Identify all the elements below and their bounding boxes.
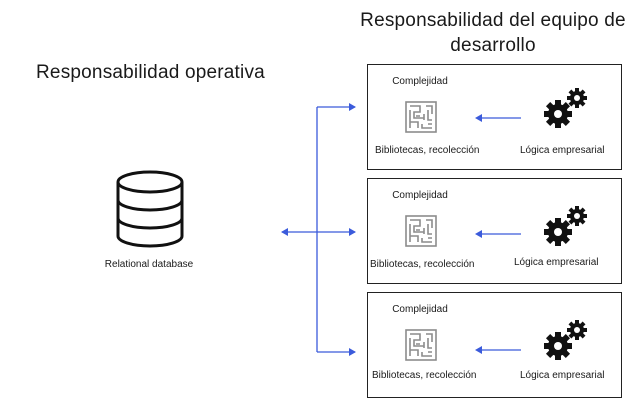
maze-icon [405, 101, 437, 133]
business-logic-label: Lógica empresarial [520, 145, 605, 156]
libraries-label: Bibliotecas, recolección [372, 370, 477, 381]
business-logic-label: Lógica empresarial [514, 257, 599, 268]
gears-icon [544, 206, 587, 246]
database-label: Relational database [104, 259, 194, 270]
gears-icon [544, 320, 587, 360]
database-node [80, 170, 220, 248]
gears-icon [544, 88, 587, 128]
internal-arrow [475, 346, 521, 354]
business-logic-label: Lógica empresarial [520, 370, 605, 381]
service-box-1: Complejidad Bibliotecas, recolección Lóg… [367, 64, 622, 170]
internal-arrow [475, 230, 521, 238]
database-icon [116, 170, 184, 248]
service-box-3: Complejidad Bibliotecas, recolección Lóg… [367, 292, 622, 398]
libraries-label: Bibliotecas, recolección [375, 145, 480, 156]
complexity-label: Complejidad [392, 190, 448, 201]
complexity-label: Complejidad [392, 304, 448, 315]
maze-icon [405, 329, 437, 361]
libraries-label: Bibliotecas, recolección [370, 259, 475, 270]
complexity-label: Complejidad [392, 76, 448, 87]
operations-title: Responsabilidad operativa [36, 62, 265, 83]
service-box-2: Complejidad Bibliotecas, recolección Lóg… [367, 178, 622, 284]
internal-arrow [475, 114, 521, 122]
maze-icon [405, 215, 437, 247]
dev-team-title: Responsabilidad del equipo de desarrollo [360, 10, 626, 56]
